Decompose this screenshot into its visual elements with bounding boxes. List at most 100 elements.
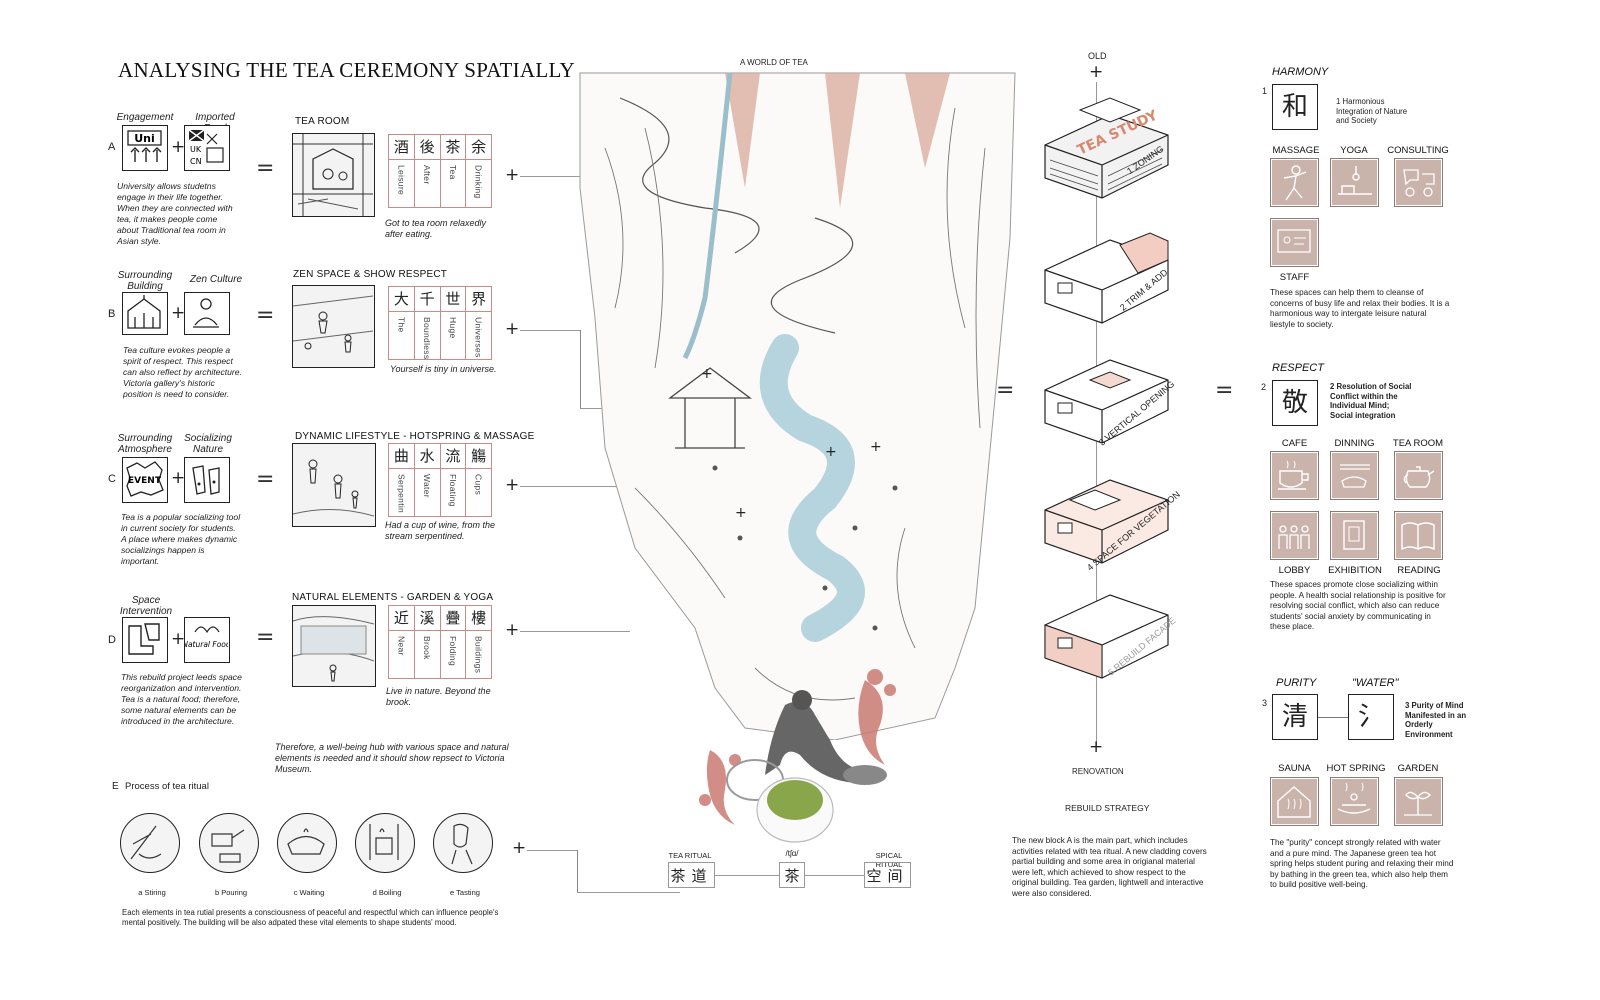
- plus-symbol: +: [171, 303, 186, 323]
- cafe-icon: [1270, 451, 1319, 500]
- garden-icon: [1394, 777, 1443, 826]
- zen-space-sketch: [292, 285, 375, 368]
- svg-text:UK: UK: [190, 145, 202, 154]
- tasting-circle: [433, 813, 493, 873]
- building-icon: [122, 292, 168, 335]
- row-d-section: NATURAL ELEMENTS - GARDEN & YOGA: [292, 592, 494, 603]
- step-b: b Pouring: [214, 888, 248, 897]
- event-text: EVENT: [128, 476, 162, 486]
- respect-desc: These spaces promote close socializing w…: [1270, 580, 1446, 631]
- step-e: e Tasting: [450, 888, 480, 897]
- harmony-char: 和: [1272, 84, 1318, 130]
- plus-symbol: +: [1089, 62, 1104, 82]
- yoga-label: YOGA: [1340, 145, 1368, 156]
- boiling-circle: [355, 813, 415, 873]
- row-c-section: DYNAMIC LIFESTYLE - HOTSPRING & MASSAGE: [295, 431, 535, 442]
- harmony-num: 1: [1262, 86, 1268, 96]
- plus-symbol: +: [505, 475, 520, 495]
- equals-symbol: =: [256, 467, 275, 492]
- consulting-icon: [1394, 158, 1443, 207]
- row-a-label1: Engagement: [116, 112, 174, 123]
- plus-symbol: +: [171, 137, 186, 157]
- exhibition-icon: [1330, 511, 1379, 560]
- purity-desc: The "purity" concept strongly related wi…: [1270, 838, 1454, 889]
- tea-room-label: TEA ROOM: [1392, 438, 1444, 449]
- svg-text:+: +: [735, 505, 747, 521]
- svg-text:+: +: [825, 444, 837, 460]
- svg-text:Natural Food: Natural Food: [185, 640, 228, 649]
- waiting-circle: [277, 813, 337, 873]
- equals-symbol: =: [256, 156, 275, 181]
- equals-symbol: =: [256, 303, 275, 328]
- row-d-key: D: [108, 634, 116, 646]
- pouring-circle: [199, 813, 259, 873]
- row-b-label1: Surrounding Building: [117, 270, 173, 292]
- equals-symbol: =: [1215, 378, 1234, 403]
- purity-text: 3 Purity of Mind Manifested in an Orderl…: [1405, 701, 1467, 739]
- respect-char: 敬: [1272, 380, 1318, 426]
- purity-num: 3: [1262, 698, 1268, 708]
- respect-heading: RESPECT: [1272, 362, 1324, 374]
- tea-ritual-label: TEA RITUAL: [668, 851, 712, 860]
- plus-symbol: +: [512, 838, 527, 858]
- rebuild-strategy-desc: The new block A is the main part, which …: [1012, 836, 1207, 898]
- tea-char: 茶: [779, 862, 805, 888]
- svg-text:CN: CN: [190, 157, 202, 166]
- respect-text: 2 Resolution of Social Conflict within t…: [1330, 382, 1412, 420]
- uni-text: Uni: [134, 132, 155, 145]
- process-desc: Each elements in tea rutial presents a c…: [122, 908, 499, 927]
- tea-room-sketch: [292, 133, 375, 217]
- renovation-label: RENOVATION: [1072, 767, 1124, 776]
- row-c-label2: Socializing Nature: [184, 433, 232, 455]
- row-b-section: ZEN SPACE & SHOW RESPECT: [293, 269, 448, 280]
- reading-label: READING: [1397, 565, 1441, 576]
- cafe-label: CAFE: [1281, 438, 1308, 449]
- old-label: OLD: [1088, 51, 1107, 61]
- sauna-icon: [1270, 777, 1319, 826]
- step-d: d Boiling: [372, 888, 402, 897]
- consulting-label: CONSULTING: [1387, 145, 1449, 156]
- world-of-tea-title: A WORLD OF TEA: [740, 58, 808, 67]
- drinks-icon: [184, 457, 230, 503]
- flag-food-icon: UK CN: [184, 125, 230, 171]
- tea-figure-collage: [699, 669, 896, 843]
- water-heading: "WATER": [1352, 677, 1399, 689]
- harmony-text: 1 Harmonious Integration of Nature and S…: [1336, 97, 1408, 125]
- purity-char: 清: [1272, 694, 1318, 740]
- sauna-label: SAUNA: [1278, 763, 1311, 774]
- svg-text:+: +: [870, 439, 882, 455]
- dinning-label: DINNING: [1334, 438, 1375, 449]
- yoga-icon: [1330, 158, 1379, 207]
- step-a: a Stiring: [138, 888, 166, 897]
- row-b-key: B: [108, 308, 116, 320]
- row-b-desc: Tea culture evokes people a spirit of re…: [123, 345, 242, 399]
- page-title: ANALYSING THE TEA CEREMONY SPATIALLY: [118, 58, 575, 82]
- plus-symbol: +: [171, 468, 186, 488]
- dinning-icon: [1330, 451, 1379, 500]
- tea-ritual-chars: 茶道: [668, 862, 715, 888]
- svg-text:+: +: [701, 366, 713, 382]
- process-key: E: [112, 781, 119, 792]
- reading-icon: [1394, 511, 1443, 560]
- purity-heading: PURITY: [1276, 677, 1317, 689]
- row-b-label2: Zen Culture: [189, 274, 243, 285]
- hot-spring-icon: [1330, 777, 1379, 826]
- row-d-desc: This rebuild project leeds space reorgan…: [121, 672, 242, 726]
- teapot-icon: [1394, 451, 1443, 500]
- plus-symbol: +: [505, 620, 520, 640]
- hot-spring-label: HOT SPRING: [1326, 763, 1386, 774]
- massage-icon: [1270, 158, 1319, 207]
- natural-food-icon: Natural Food: [182, 617, 231, 663]
- row-b-caption: Yourself is tiny in universe.: [390, 364, 497, 374]
- row-c-label1: Surrounding Atmosphere: [117, 433, 173, 455]
- university-icon: Uni: [122, 125, 168, 171]
- conclusion-text: Therefore, a well-being hub with various…: [275, 742, 509, 774]
- pronunciation-label: /tʃɑ/: [785, 849, 799, 858]
- water-char: 氵: [1348, 694, 1394, 740]
- massage-label: MASSAGE: [1272, 145, 1320, 156]
- row-c-caption: Had a cup of wine, from the stream serpe…: [385, 520, 496, 541]
- lobby-label: LOBBY: [1278, 565, 1311, 576]
